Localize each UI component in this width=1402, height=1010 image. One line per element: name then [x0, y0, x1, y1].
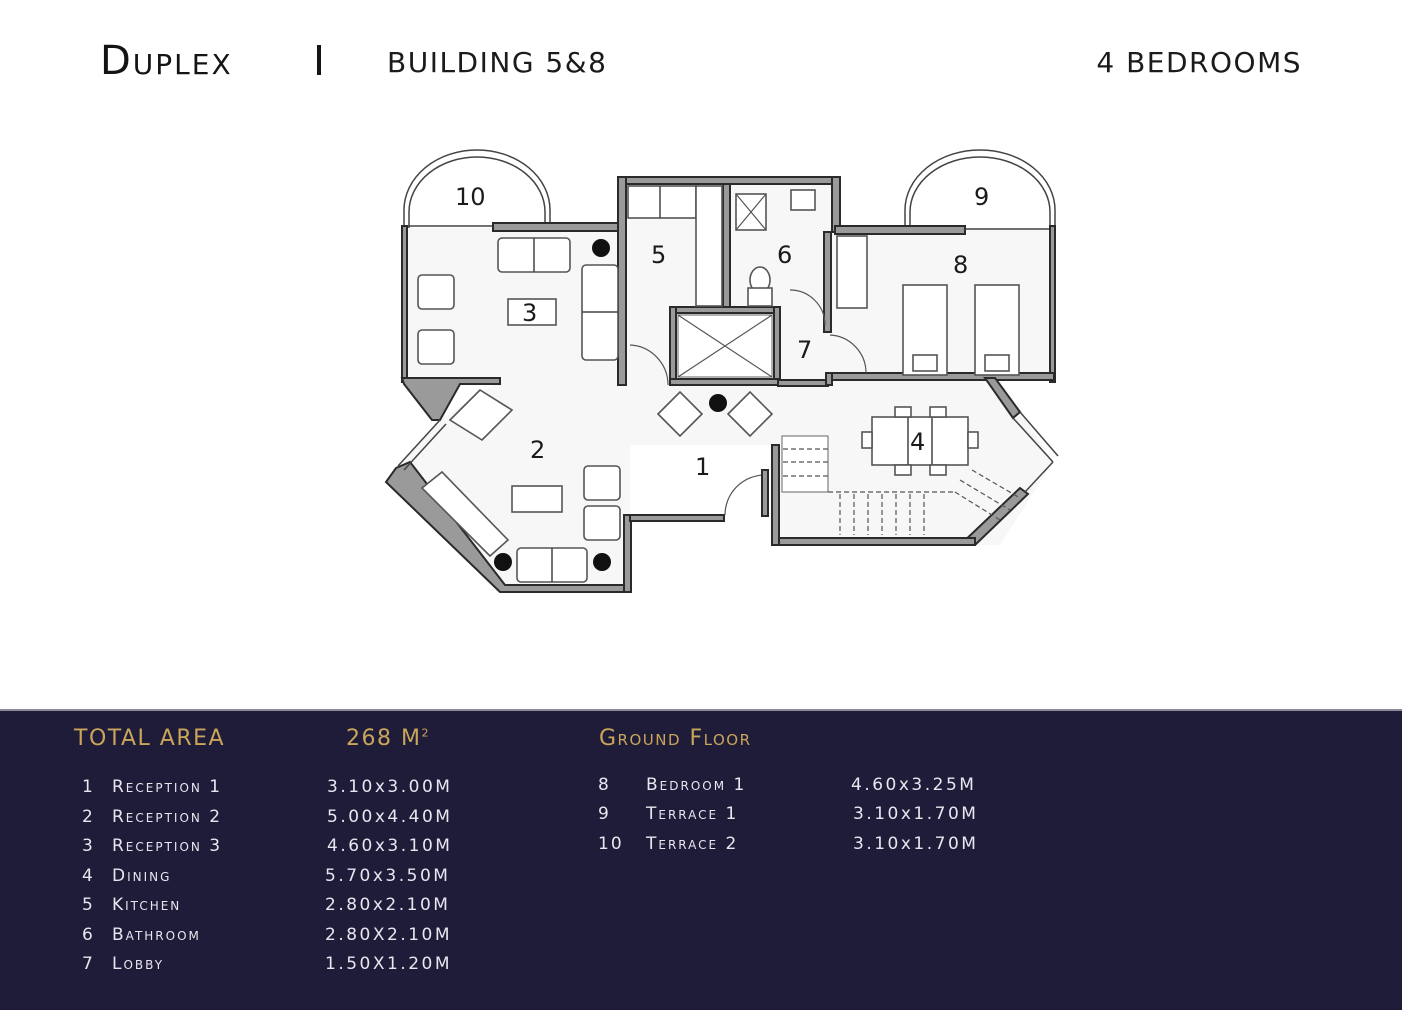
room-row: 7 Lobby 1.50X1.20M: [82, 954, 482, 980]
room-number: 7: [82, 954, 95, 974]
room-row: 10 Terrace 2 3.10x1.70M: [598, 834, 1018, 860]
room-dimensions: 2.80X2.10M: [325, 925, 453, 945]
floor-plan: .wall { fill: #9a9a9a; stroke: #2a2a2a; …: [380, 140, 1070, 600]
room-name: Terrace 1: [646, 804, 739, 824]
room-row: 8 Bedroom 1 4.60x3.25M: [598, 775, 1018, 801]
label-room-3: 3: [522, 299, 537, 327]
room-number: 9: [598, 804, 611, 824]
bed-right: [974, 284, 1020, 376]
label-room-7: 7: [797, 336, 812, 364]
terrace-10: [403, 149, 551, 228]
room-dimensions: 5.00x4.40M: [327, 807, 453, 827]
terrace-9: [904, 149, 1056, 228]
room-row: 5 Kitchen 2.80x2.10M: [82, 895, 482, 921]
room-name: Kitchen: [112, 895, 182, 915]
label-room-2: 2: [530, 436, 545, 464]
room-dimensions: 1.50X1.20M: [325, 954, 453, 974]
label-room-6: 6: [777, 241, 792, 269]
header-separator: [317, 45, 321, 75]
room-number: 10: [598, 834, 624, 854]
room-row: 1 Reception 1 3.10x3.00M: [82, 777, 482, 803]
room-row: 4 Dining 5.70x3.50M: [82, 866, 482, 892]
room-name: Terrace 2: [646, 834, 739, 854]
room-number: 8: [598, 775, 611, 795]
room-number: 5: [82, 895, 95, 915]
room-name: Bathroom: [112, 925, 201, 945]
room-number: 1: [82, 777, 95, 797]
room-name: Reception 1: [112, 777, 223, 797]
room-number: 4: [82, 866, 95, 886]
room-dimensions: 5.70x3.50M: [325, 866, 451, 886]
room-row: 6 Bathroom 2.80X2.10M: [82, 925, 482, 951]
building-label: BUILDING 5&8: [387, 46, 608, 79]
unit-type-title: Duplex: [100, 38, 233, 84]
label-room-4: 4: [910, 428, 925, 456]
label-room-5: 5: [651, 241, 666, 269]
total-area-number: 268 M: [346, 726, 422, 751]
room-dimensions: 3.10x1.70M: [853, 834, 979, 854]
room-name: Bedroom 1: [646, 775, 747, 795]
total-area-sup: 2: [421, 726, 430, 740]
bed-left: [902, 284, 948, 376]
room-row: 3 Reception 3 4.60x3.10M: [82, 836, 482, 862]
reception-3-furniture: [417, 237, 619, 365]
staircase: [781, 435, 1021, 535]
reception-2-furniture: [420, 388, 621, 583]
ground-floor-label: Ground Floor: [599, 726, 752, 751]
room-row: 2 Reception 2 5.00x4.40M: [82, 807, 482, 833]
room-number: 6: [82, 925, 95, 945]
room-dimensions: 3.10x3.00M: [327, 777, 453, 797]
total-area-label: TOTAL AREA: [74, 726, 226, 751]
room-number: 3: [82, 836, 95, 856]
label-room-9: 9: [974, 183, 989, 211]
room-number: 2: [82, 807, 95, 827]
label-room-1: 1: [695, 453, 710, 481]
room-row: 9 Terrace 1 3.10x1.70M: [598, 804, 1018, 830]
room-name: Lobby: [112, 954, 165, 974]
room-dimensions: 2.80x2.10M: [325, 895, 451, 915]
room-dimensions: 4.60x3.10M: [327, 836, 453, 856]
dining-table: [861, 406, 979, 476]
total-area-value: 268 M2: [346, 726, 430, 751]
room-schedule-panel: TOTAL AREA 268 M2 Ground Floor 1 Recepti…: [0, 709, 1402, 1010]
room-name: Dining: [112, 866, 172, 886]
room-name: Reception 2: [112, 807, 223, 827]
room-dimensions: 3.10x1.70M: [853, 804, 979, 824]
label-room-10: 10: [455, 183, 486, 211]
room-name: Reception 3: [112, 836, 223, 856]
room-dimensions: 4.60x3.25M: [851, 775, 977, 795]
floor-plan-drawing: .wall { fill: #9a9a9a; stroke: #2a2a2a; …: [384, 149, 1059, 593]
reception-1-furniture: [656, 390, 774, 438]
label-room-8: 8: [953, 251, 968, 279]
bedrooms-label: 4 BEDROOMS: [1096, 46, 1302, 79]
